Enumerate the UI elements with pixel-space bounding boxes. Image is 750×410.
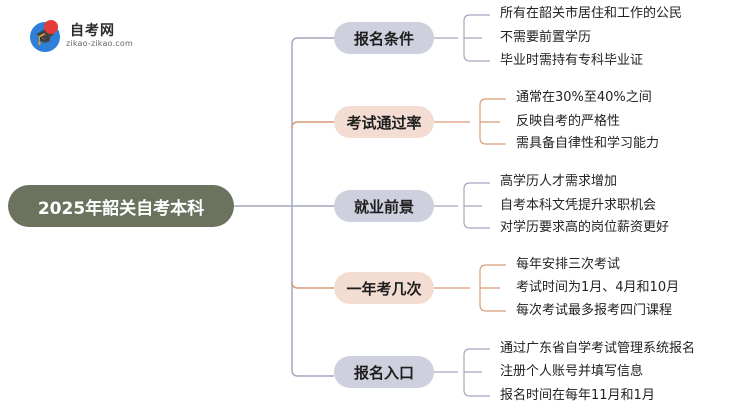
leaf-item: 每年安排三次考试 bbox=[516, 257, 621, 272]
branch-node-4[interactable]: 一年考几次 bbox=[334, 272, 434, 304]
leaf-item: 通常在30%至40%之间 bbox=[516, 90, 652, 105]
leaf-item: 对学历要求高的岗位薪资更好 bbox=[500, 220, 670, 235]
root-node[interactable]: 2025年韶关自考本科 bbox=[8, 185, 234, 227]
leaf-item: 通过广东省自学考试管理系统报名 bbox=[500, 341, 696, 356]
leaf-item: 注册个人账号并填写信息 bbox=[500, 364, 644, 379]
leaf-item: 不需要前置学历 bbox=[500, 30, 592, 45]
leaf-item: 报名时间在每年11月和1月 bbox=[500, 388, 655, 403]
leaf-item: 需具备自律性和学习能力 bbox=[516, 136, 660, 151]
leaf-item: 自考本科文凭提升求职机会 bbox=[500, 198, 657, 213]
leaf-bracket-5 bbox=[434, 348, 490, 397]
leaf-bracket-1 bbox=[434, 14, 490, 62]
branch-stub-2 bbox=[291, 121, 334, 129]
trunk-upper bbox=[291, 37, 299, 377]
branch-node-2[interactable]: 考试通过率 bbox=[334, 106, 434, 138]
logo-url: zikao-zikao.com bbox=[66, 39, 133, 48]
branch-stub-4 bbox=[291, 281, 334, 289]
branch-node-1[interactable]: 报名条件 bbox=[334, 22, 434, 54]
leaf-bracket-4 bbox=[434, 264, 506, 312]
leaf-item: 高学历人才需求增加 bbox=[500, 174, 618, 189]
site-logo[interactable]: 🎓 自考网 zikao-zikao.com bbox=[30, 18, 170, 52]
branch-node-5[interactable]: 报名入口 bbox=[334, 356, 434, 388]
leaf-bracket-2 bbox=[434, 98, 506, 145]
leaf-item: 毕业时需持有专科毕业证 bbox=[500, 53, 644, 68]
leaf-item: 考试时间为1月、4月和10月 bbox=[516, 280, 680, 295]
logo-accent-dot bbox=[44, 20, 58, 34]
leaf-bracket-3 bbox=[434, 182, 490, 229]
branch-node-3[interactable]: 就业前景 bbox=[334, 190, 434, 222]
leaf-item: 每次考试最多报考四门课程 bbox=[516, 303, 673, 318]
logo-title: 自考网 bbox=[70, 23, 115, 39]
leaf-item: 所有在韶关市居住和工作的公民 bbox=[500, 6, 683, 21]
leaf-item: 反映自考的严格性 bbox=[516, 114, 621, 129]
